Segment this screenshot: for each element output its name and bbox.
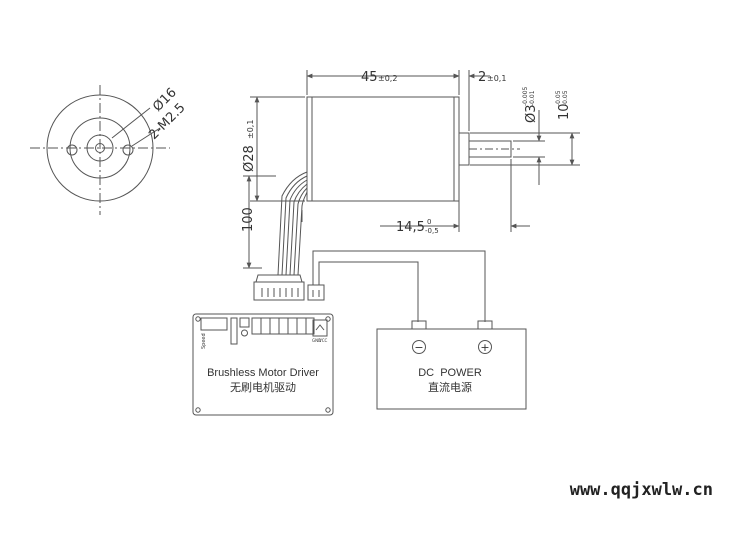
power-connector	[307, 284, 325, 301]
dim-shaft-dia-tol-up: -0.005	[522, 86, 529, 106]
front-hole-left	[66, 144, 78, 156]
driver-title-cn: 无刷电机驱动	[230, 380, 296, 394]
power-box-outline	[376, 328, 527, 410]
dc-power-box	[376, 320, 527, 410]
cable-wire-4	[289, 183, 308, 276]
driver-chip-label: Speed	[201, 333, 207, 349]
negative-symbol: −	[414, 341, 423, 354]
dim-extend-value: 14,5	[396, 220, 425, 235]
driver-board	[192, 313, 334, 416]
power-wire-negative	[318, 261, 419, 322]
driver-board-outline	[192, 313, 334, 416]
watermark-url: www.qqjxwlw.cn	[570, 480, 713, 500]
power-terminal-negative	[411, 320, 427, 330]
dim-extend-tol-dn: -0,5	[425, 227, 439, 235]
driver-gnd-label: GND	[312, 338, 321, 343]
hole-leader	[131, 127, 161, 147]
driver-chip	[200, 317, 228, 331]
cable-wire-1	[277, 171, 308, 276]
power-wire-positive	[312, 250, 486, 322]
dim-body-dia-tol: ±0,1	[246, 120, 255, 139]
dim-shaft-len-tol-dn: -0.05	[562, 90, 569, 106]
cable-wire-5	[293, 187, 308, 276]
cable-wire-2	[281, 175, 308, 276]
power-title: DC POWER	[418, 367, 482, 379]
dim-shaft-len-tol-up: -0.05	[555, 90, 562, 106]
motor-body	[306, 96, 460, 202]
front-hole-right	[122, 144, 134, 156]
driver-title: Brushless Motor Driver	[207, 367, 319, 379]
cable-wire-6	[297, 191, 308, 276]
dim-extend-tol-up: 0	[427, 218, 431, 226]
board-mount-hole	[195, 316, 201, 322]
motor-shaft-step	[458, 132, 470, 166]
power-terminal-positive	[477, 320, 493, 330]
terminal-block	[251, 317, 315, 335]
power-title-cn: 直流电源	[428, 380, 472, 394]
motor-connector-hood	[255, 274, 303, 283]
dim-length-tol: ±0,2	[378, 74, 397, 83]
dim-body-dia-value: Ø28	[242, 145, 257, 172]
board-mount-hole	[325, 316, 331, 322]
power-terminal	[312, 319, 328, 337]
dim-cable-length: 100	[241, 207, 256, 232]
dim-shaft-dia-value: Ø3	[524, 104, 539, 123]
dim-shaft-dia-tol-dn: -0.01	[529, 90, 536, 106]
pin-header	[230, 317, 238, 345]
positive-symbol-circle	[478, 340, 492, 354]
negative-symbol-circle	[412, 340, 426, 354]
dia-leader	[111, 107, 151, 139]
dim-length-value: 45	[361, 70, 378, 85]
front-view	[30, 85, 170, 215]
dim-step-value: 2	[478, 70, 486, 85]
power-terminal-mark	[315, 324, 325, 331]
cable-wire-3	[285, 179, 308, 276]
board-component	[239, 317, 250, 328]
board-mount-hole	[195, 407, 201, 413]
driver-vcc-label: VCC	[319, 338, 328, 343]
board-mount-hole	[325, 407, 331, 413]
dim-shaft-len-value: 10	[557, 103, 572, 120]
dim-step-tol: ±0,1	[487, 74, 506, 83]
board-potentiometer	[241, 329, 248, 337]
positive-symbol: +	[480, 341, 489, 354]
motor-side-view	[243, 70, 580, 322]
